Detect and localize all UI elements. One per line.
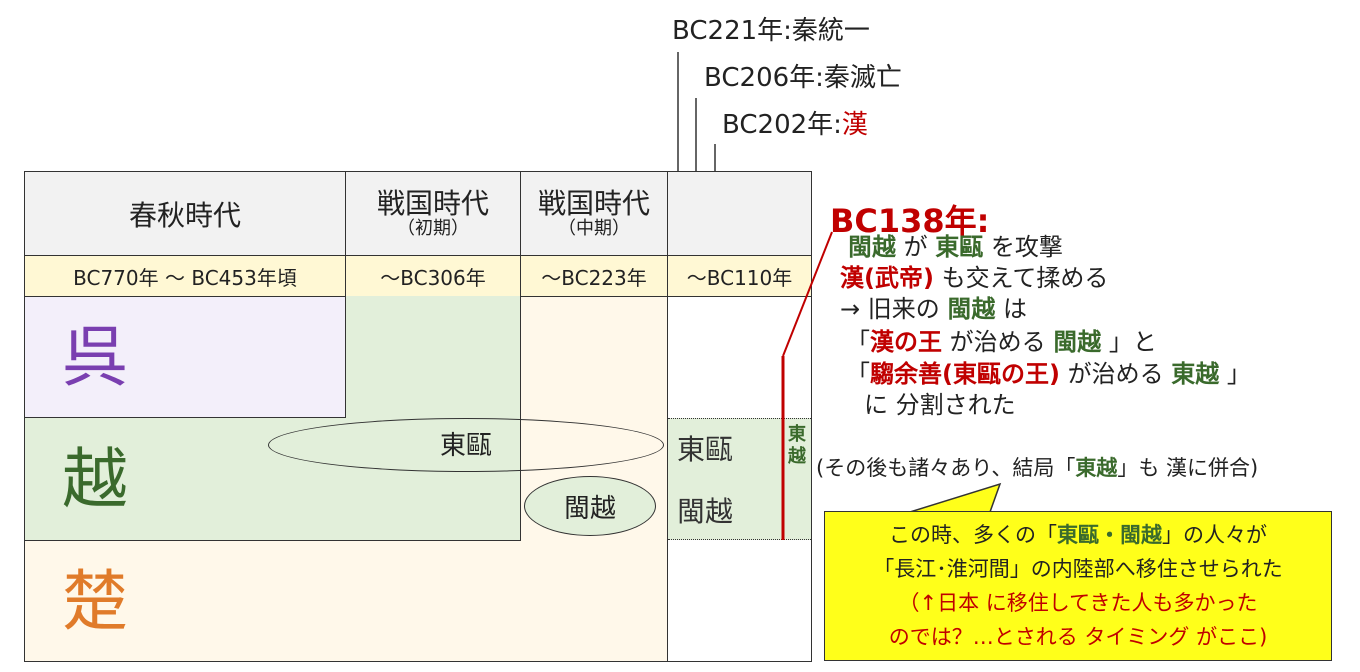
ann-text-5e: 」: [1219, 360, 1251, 388]
yue-region-upper: [345, 296, 521, 419]
callout-text-1a: この時、多くの「: [889, 523, 1057, 547]
dongyue-vertical-label: 東 越: [786, 424, 808, 468]
event-bc202: BC202年:漢: [722, 104, 868, 141]
bc138-line-4: 「漢の王 が治める 閩越 」と: [846, 327, 1157, 358]
minyue-cell-label: 閩越: [677, 495, 734, 528]
later-note-a: (その後も諸々あり、結局「: [816, 456, 1076, 480]
ann-minyue-1: 閩越: [848, 233, 896, 261]
later-note-dongyue: 東越: [1075, 456, 1118, 480]
ann-dongyue-5: 東越: [1171, 360, 1220, 388]
year-label-2: ～BC306年: [380, 265, 486, 290]
ann-minyue-3: 閩越: [947, 295, 996, 323]
header-qin-han: [667, 171, 812, 256]
callout-line-4: のでは？…とされる タイミング がここ): [888, 625, 1268, 649]
dongou-cell: [668, 418, 784, 480]
ann-minyue-4: 閩越: [1053, 328, 1102, 356]
ann-dongou-1: 東甌: [935, 233, 984, 261]
year-cell-2: ～BC306年: [345, 255, 521, 297]
bc138-line-5: 「騶余善(東甌の王) が治める 東越 」: [846, 359, 1251, 390]
ann-han-wudi: 漢(武帝): [840, 264, 934, 292]
ann-text-1b: が: [896, 233, 936, 261]
header-spring-autumn: 春秋時代: [24, 171, 346, 256]
ann-text-5a: 「: [846, 360, 870, 388]
bc138-line-6: に 分割された: [864, 391, 1016, 419]
state-wu: 呉: [62, 319, 128, 396]
bc138-line-2: 漢(武帝) も交えて揉める: [840, 263, 1108, 294]
minyue-ellipse: 閩越: [524, 476, 656, 536]
wu-region: [24, 296, 346, 418]
callout-text-1c: 」の人々が: [1162, 523, 1267, 547]
ann-text-3c: は: [995, 295, 1028, 323]
callout-line-3: （↑日本 に移住してきた人も多かった: [898, 591, 1258, 615]
dongou-ellipse-label: 東甌: [439, 430, 492, 461]
dongou-cell-label: 東甌: [677, 433, 734, 466]
ann-text-4e: 」と: [1101, 328, 1157, 356]
later-note: (その後も諸々あり、結局「東越」も 漢に併合): [816, 452, 1258, 482]
dongou-ellipse: 東甌: [268, 418, 664, 472]
state-chu: 楚: [62, 563, 128, 640]
year-label-4: ～BC110年: [686, 265, 793, 290]
callout-line-2: 「長江･淮河間」の内陸部へ移住させられた: [873, 557, 1283, 581]
event-han: 漢: [841, 110, 868, 140]
ann-text-1d: を攻撃: [983, 233, 1063, 261]
ann-text-4c: が治める: [942, 328, 1054, 356]
bc138-line-3: → 旧来の 閩越 は: [840, 294, 1027, 325]
event-bc202-label: BC202年:: [722, 110, 842, 140]
header-warring-early-label: 戦国時代: [376, 186, 489, 220]
bc138-pointer: [782, 231, 833, 357]
year-label-3: ～BC223年: [541, 265, 647, 290]
event-bc206: BC206年:秦滅亡: [704, 63, 902, 93]
ann-text-2b: も交えて揉める: [933, 264, 1109, 292]
header-warring-early-sub: （初期）: [397, 217, 469, 239]
state-yue: 越: [62, 441, 128, 518]
ann-text-3a: → 旧来の: [840, 295, 948, 323]
header-warring-mid: 戦国時代 （中期）: [520, 171, 668, 256]
migration-callout: この時、多くの「東甌・閩越」の人々が 「長江･淮河間」の内陸部へ移住させられた …: [824, 511, 1332, 661]
year-label-1: BC770年 ～ BC453年頃: [73, 265, 297, 290]
bc138-line-1: 閩越 が 東甌 を攻撃: [848, 232, 1063, 263]
event-bc221: BC221年:秦統一: [672, 16, 870, 46]
callout-line-1: この時、多くの「東甌・閩越」の人々が: [825, 518, 1331, 552]
minyue-cell: [668, 479, 784, 540]
header-warring-mid-label: 戦国時代: [537, 186, 650, 220]
year-cell-4: ～BC110年: [667, 255, 812, 297]
minyue-ellipse-label: 閩越: [563, 493, 616, 524]
dongyue-char-2: 越: [788, 446, 806, 467]
header-spring-autumn-label: 春秋時代: [128, 198, 241, 232]
later-note-c: 」も 漢に併合): [1117, 456, 1259, 480]
dongyue-strip: [784, 418, 811, 540]
callout-pointer: [909, 482, 1002, 513]
header-warring-mid-sub: （中期）: [558, 217, 630, 239]
ann-text-5c: が治める: [1059, 360, 1172, 388]
dongyue-char-1: 東: [788, 424, 806, 445]
ann-han-king: 漢の王: [870, 328, 942, 356]
bc138-title: BC138年:: [830, 202, 990, 240]
callout-dongou-minyue: 東甌・閩越: [1057, 523, 1162, 547]
ann-text-4a: 「: [846, 328, 870, 356]
ann-zou-yushan: 騶余善(東甌の王): [870, 360, 1060, 388]
year-cell-1: BC770年 ～ BC453年頃: [24, 255, 346, 297]
